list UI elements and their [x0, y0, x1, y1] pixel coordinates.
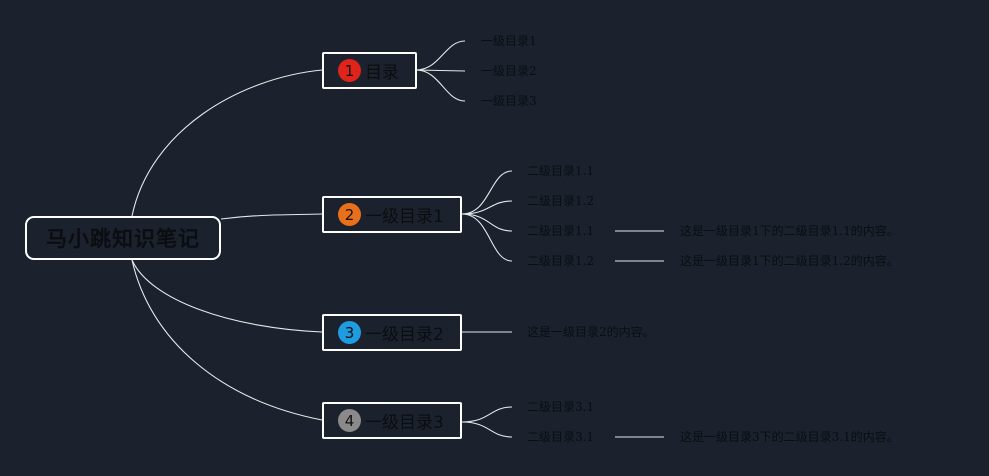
- detail-note[interactable]: 这是一级目录1下的二级目录1.2的内容。: [680, 254, 899, 268]
- subtopic-item[interactable]: 二级目录1.1: [527, 224, 595, 238]
- subtopic-item[interactable]: 二级目录1.2: [527, 254, 595, 268]
- number-3-badge-icon: 3: [338, 321, 361, 344]
- root-topic[interactable]: 马小跳知识笔记: [25, 216, 221, 260]
- subtopic-item[interactable]: 二级目录3.1: [527, 430, 595, 444]
- branch-topic-level1-dir3[interactable]: 4 一级目录3: [322, 402, 462, 439]
- number-4-badge-icon: 4: [338, 409, 361, 432]
- subtopic-item[interactable]: 一级目录3: [481, 94, 537, 108]
- detail-note[interactable]: 这是一级目录1下的二级目录1.1的内容。: [680, 224, 899, 238]
- branch-topic-level1-dir2[interactable]: 3 一级目录2: [322, 314, 462, 351]
- branch-topic-toc[interactable]: 1 目录: [322, 52, 417, 89]
- subtopic-item[interactable]: 二级目录3.1: [527, 400, 595, 414]
- number-1-badge-icon: 1: [338, 59, 361, 82]
- branch-topic-level1-dir1[interactable]: 2 一级目录1: [322, 196, 462, 233]
- branch-label: 一级目录3: [365, 413, 444, 433]
- subtopic-item[interactable]: 二级目录1.2: [527, 194, 595, 208]
- subtopic-item[interactable]: 一级目录1: [481, 34, 537, 48]
- branch-label: 一级目录2: [365, 325, 444, 345]
- detail-note[interactable]: 这是一级目录3下的二级目录3.1的内容。: [680, 430, 899, 444]
- subtopic-item[interactable]: 一级目录2: [481, 64, 537, 78]
- subtopic-item[interactable]: 二级目录1.1: [527, 164, 595, 178]
- detail-note[interactable]: 这是一级目录2的内容。: [527, 325, 655, 339]
- branch-label: 目录: [365, 63, 399, 83]
- number-2-badge-icon: 2: [338, 203, 361, 226]
- branch-label: 一级目录1: [365, 207, 444, 227]
